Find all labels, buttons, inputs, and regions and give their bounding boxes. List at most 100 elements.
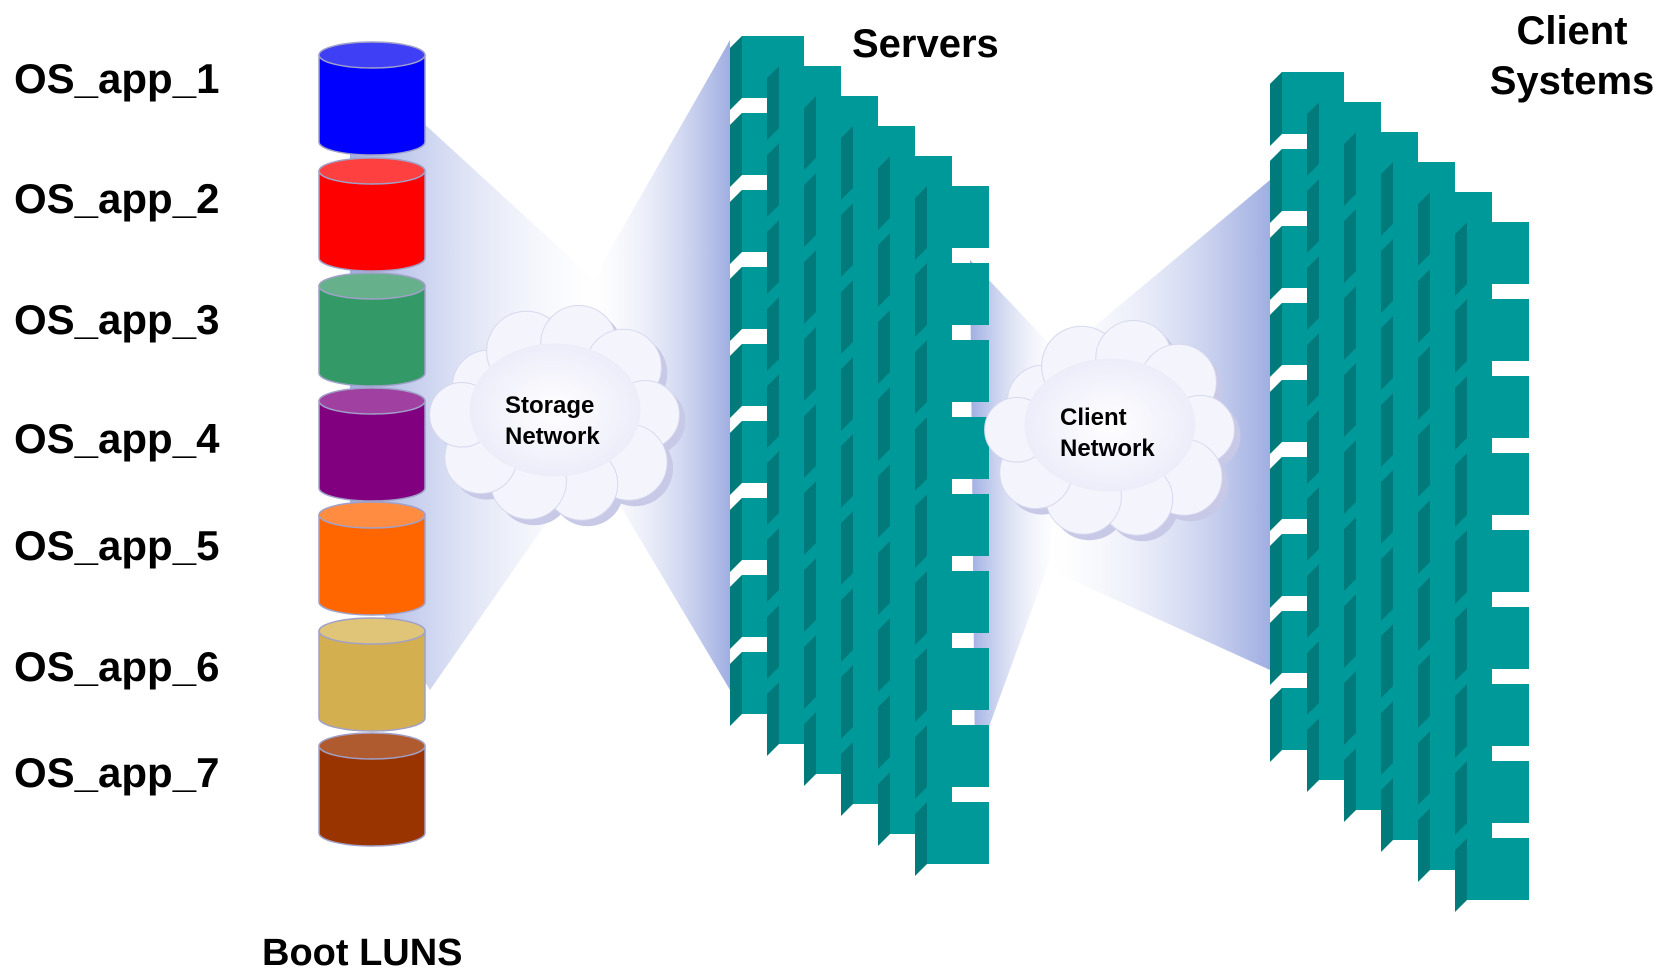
- cube-side: [804, 96, 816, 170]
- lun-cylinder: [318, 157, 426, 272]
- server-grid: [730, 36, 989, 876]
- cube-side: [1418, 423, 1430, 497]
- cube: [1455, 222, 1529, 296]
- storage-network-label: Storage Network: [505, 390, 600, 452]
- lun-cylinder: [318, 387, 426, 502]
- cube-side: [841, 588, 853, 662]
- cube-front: [927, 725, 989, 787]
- cube-side: [730, 190, 742, 264]
- cube-front: [1467, 376, 1529, 438]
- cube-side: [1307, 718, 1319, 792]
- cube-side: [730, 344, 742, 418]
- cube-side: [804, 558, 816, 632]
- cube-side: [767, 374, 779, 448]
- lun-cylinder-body: [318, 514, 426, 616]
- client-systems-title: Client Systems: [1482, 6, 1660, 106]
- lun-cylinder-top: [318, 501, 426, 529]
- cube-side: [1418, 731, 1430, 805]
- lun-cylinder: [318, 41, 426, 156]
- lun-cylinder: [318, 732, 426, 847]
- cube-side: [767, 682, 779, 756]
- cube-side: [1418, 346, 1430, 420]
- cube-front: [927, 263, 989, 325]
- cube: [1455, 838, 1529, 912]
- cube-side: [1455, 761, 1467, 835]
- cube-front: [927, 494, 989, 556]
- cube-side: [1455, 222, 1467, 296]
- cube: [915, 340, 989, 414]
- cube-side: [1270, 457, 1282, 531]
- cube: [1455, 607, 1529, 681]
- cube: [915, 725, 989, 799]
- cube-side: [915, 186, 927, 260]
- lun-label: OS_app_7: [14, 749, 220, 796]
- cube-side: [1455, 838, 1467, 912]
- cube-side: [878, 695, 890, 769]
- cube-side: [878, 541, 890, 615]
- cube: [915, 571, 989, 645]
- cube-side: [1307, 564, 1319, 638]
- cube-side: [841, 742, 853, 816]
- cube-side: [1381, 162, 1393, 236]
- cube-side: [878, 156, 890, 230]
- cube-side: [1307, 487, 1319, 561]
- servers-title: Servers: [852, 22, 999, 66]
- cloud-core: [469, 343, 641, 477]
- cube-side: [804, 635, 816, 709]
- cube-side: [804, 481, 816, 555]
- boot-luns-title: Boot LUNS: [262, 932, 463, 974]
- cube-side: [730, 421, 742, 495]
- cube-side: [730, 575, 742, 649]
- cube-side: [1270, 226, 1282, 300]
- cube-side: [841, 280, 853, 354]
- client-systems-title-line1: Client: [1516, 9, 1628, 53]
- cube-side: [1270, 380, 1282, 454]
- cube-side: [1344, 209, 1356, 283]
- cube: [915, 648, 989, 722]
- cube-front: [1467, 222, 1529, 284]
- cube-side: [1381, 470, 1393, 544]
- cube-side: [730, 36, 742, 110]
- lun-cylinder-body: [318, 400, 426, 502]
- cube-side: [841, 357, 853, 431]
- cube-front: [1467, 684, 1529, 746]
- cube-side: [767, 143, 779, 217]
- cube-side: [767, 220, 779, 294]
- cube-side: [841, 511, 853, 585]
- cube-side: [767, 528, 779, 602]
- cube-side: [1418, 269, 1430, 343]
- cube-front: [927, 571, 989, 633]
- cube-front: [1467, 761, 1529, 823]
- client-network-label-line1: Client: [1060, 404, 1127, 431]
- cube-side: [878, 387, 890, 461]
- cube-side: [1344, 748, 1356, 822]
- cube-side: [804, 404, 816, 478]
- cube: [915, 263, 989, 337]
- lun-label: OS_app_3: [14, 296, 220, 343]
- cube: [1270, 72, 1344, 146]
- lun-label: OS_app_1: [14, 55, 220, 102]
- cube-side: [1455, 684, 1467, 758]
- lun-label: OS_app_2: [14, 175, 220, 222]
- cube-side: [1418, 577, 1430, 651]
- lun-cylinder-body: [318, 630, 426, 732]
- cube-front: [927, 340, 989, 402]
- lun-label: OS_app_5: [14, 522, 220, 569]
- cube-side: [730, 652, 742, 726]
- cube-side: [1270, 688, 1282, 762]
- cube: [1455, 376, 1529, 450]
- cube-side: [1307, 256, 1319, 330]
- cube-side: [1381, 239, 1393, 313]
- cube-side: [804, 250, 816, 324]
- lun-cylinder-body: [318, 745, 426, 847]
- cube-side: [1381, 393, 1393, 467]
- lun-label: OS_app_6: [14, 643, 220, 690]
- cube-side: [1381, 778, 1393, 852]
- cube-side: [1344, 363, 1356, 437]
- cube-side: [1455, 453, 1467, 527]
- cube-side: [1381, 316, 1393, 390]
- cube-side: [730, 113, 742, 187]
- cube-side: [1344, 517, 1356, 591]
- cube-side: [804, 327, 816, 401]
- cube-side: [1344, 286, 1356, 360]
